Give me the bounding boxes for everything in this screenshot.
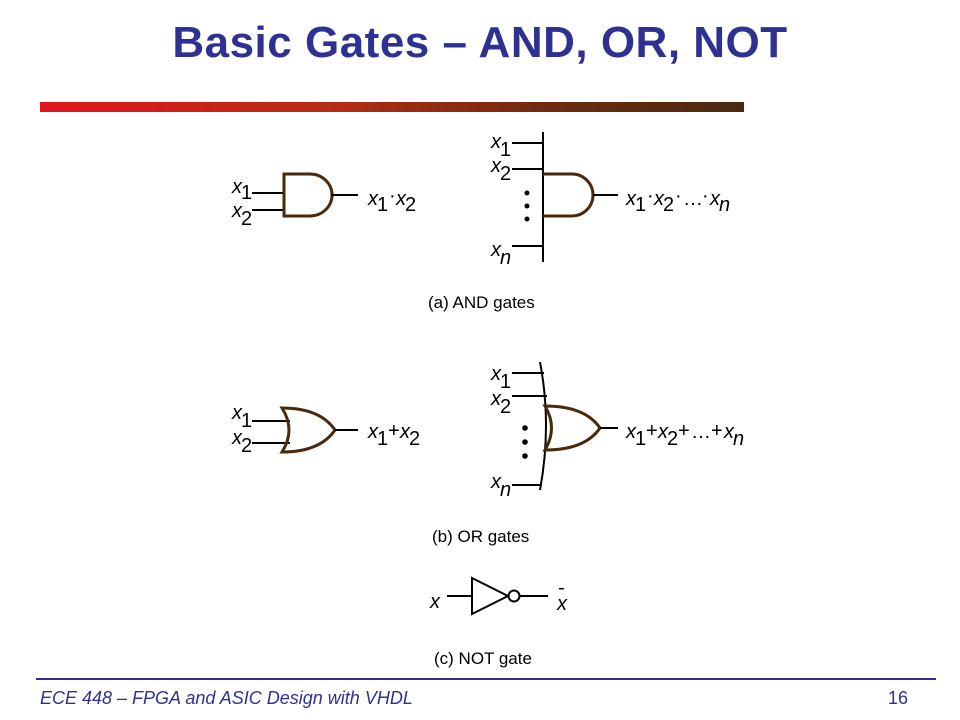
orn-output-plus1: + xyxy=(646,420,658,442)
andn-output-x1: x xyxy=(625,188,637,210)
orn-output-plus2: + xyxy=(678,420,690,442)
orn-input-x2-sub: 2 xyxy=(500,396,511,418)
andn-output-ellipsis: … xyxy=(683,188,703,210)
andn-input-x2-label: x xyxy=(490,155,502,177)
title-underline-bar xyxy=(40,102,744,112)
or-n-dot-1 xyxy=(522,425,528,431)
not-output-x-label: x xyxy=(556,593,568,615)
or2-output-sub2: 2 xyxy=(409,428,420,450)
and-gate-2-input: x 1 x 2 x 1 · x 2 xyxy=(231,172,416,230)
andn-output-subn: n xyxy=(719,194,730,216)
or2-input-x2-sub: 2 xyxy=(241,435,252,457)
and2-input-x1-sub: 1 xyxy=(241,182,252,204)
and-n-dot-2 xyxy=(524,203,530,209)
page-number: 16 xyxy=(888,688,909,708)
orn-output-subn: n xyxy=(733,428,744,450)
or2-output-sub1: 1 xyxy=(377,428,388,450)
not-gate: x x - xyxy=(429,576,568,616)
orn-input-xn-sub: n xyxy=(500,479,511,501)
caption-not-gate: (c) NOT gate xyxy=(434,649,532,668)
or-n-dot-2 xyxy=(522,439,528,445)
or2-input-x1-label: x xyxy=(231,402,243,424)
orn-input-xn-label: x xyxy=(490,471,502,493)
andn-input-xn-label: x xyxy=(490,239,502,261)
orn-output-x2: x xyxy=(657,421,669,443)
orn-input-x1-label: x xyxy=(490,363,502,385)
and2-input-x2-label: x xyxy=(231,200,243,222)
orn-input-x2-label: x xyxy=(490,388,502,410)
and-n-dot-3 xyxy=(524,216,530,222)
andn-output-x2: x xyxy=(653,188,665,210)
and2-output-dot: · xyxy=(389,185,396,207)
caption-and-gates: (a) AND gates xyxy=(428,293,535,312)
and2-output-x1: x xyxy=(367,188,379,210)
orn-output-ellipsis: … xyxy=(691,421,711,443)
or-n-dot-3 xyxy=(522,453,528,459)
orn-input-x1-sub: 1 xyxy=(500,371,511,393)
andn-output-dot3: · xyxy=(702,185,709,207)
and2-output-sub2: 2 xyxy=(405,194,416,216)
or2-output-x2: x xyxy=(399,421,411,443)
orn-output-xn: x xyxy=(723,421,735,443)
footer-divider xyxy=(36,678,936,680)
orn-output-sub1: 1 xyxy=(635,428,646,450)
or-gate-2-input: x 1 x 2 x 1 + x 2 xyxy=(231,402,420,457)
and2-output-x2: x xyxy=(395,188,407,210)
andn-output-sub2: 2 xyxy=(663,194,674,216)
andn-input-xn-sub: n xyxy=(500,247,511,269)
andn-input-x2-sub: 2 xyxy=(500,163,511,185)
caption-or-gates: (b) OR gates xyxy=(432,527,529,546)
or2-input-x2-label: x xyxy=(231,427,243,449)
andn-output-sub1: 1 xyxy=(635,194,646,216)
or2-output-plus: + xyxy=(388,420,400,442)
orn-output-plus3: + xyxy=(711,420,723,442)
or2-output-x1: x xyxy=(367,421,379,443)
andn-output-dot2: · xyxy=(675,185,682,207)
and-gate-n-input: x 1 x 2 x n x 1 · x 2 · … · x n xyxy=(490,131,730,269)
orn-output-sub2: 2 xyxy=(667,428,678,450)
and2-output-sub1: 1 xyxy=(377,194,388,216)
and-n-dot-1 xyxy=(524,190,530,196)
and2-input-x1-label: x xyxy=(231,176,243,198)
or-gate-n-input: x 1 x 2 x n x 1 + x 2 + … + x n xyxy=(490,361,744,501)
or2-input-x1-sub: 1 xyxy=(241,410,252,432)
not-input-x-label: x xyxy=(429,591,441,613)
slide-title: Basic Gates – AND, OR, NOT xyxy=(172,18,788,67)
andn-input-x1-sub: 1 xyxy=(500,139,511,161)
not-inversion-bubble xyxy=(507,589,521,603)
andn-output-xn: x xyxy=(709,188,721,210)
andn-output-dot1: · xyxy=(647,185,654,207)
andn-input-x1-label: x xyxy=(490,131,502,153)
footer-course-title: ECE 448 – FPGA and ASIC Design with VHDL xyxy=(40,688,413,708)
and2-input-x2-sub: 2 xyxy=(241,208,252,230)
orn-output-x1: x xyxy=(625,421,637,443)
not-output-overbar: - xyxy=(558,577,565,599)
